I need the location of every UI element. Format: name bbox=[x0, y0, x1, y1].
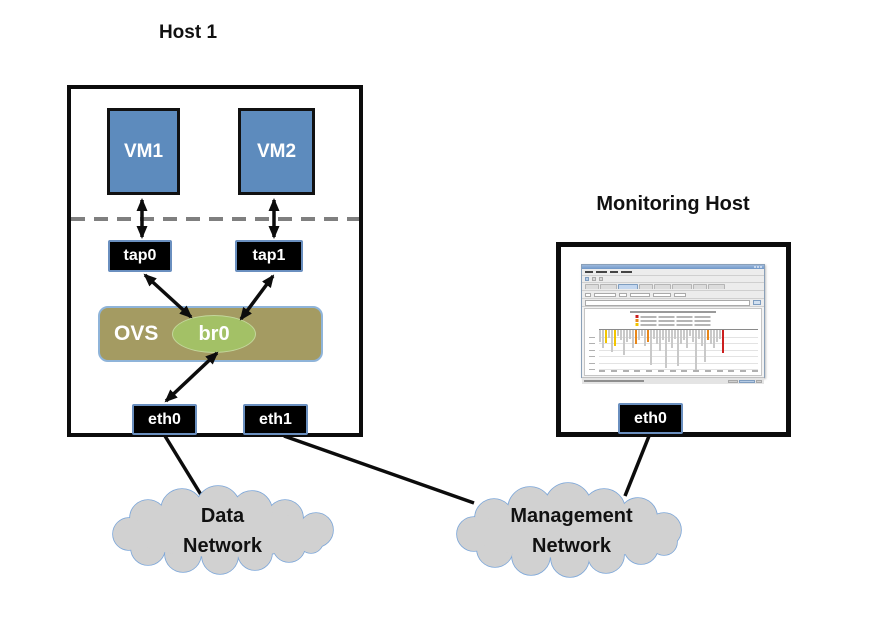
mini-tab bbox=[693, 284, 707, 289]
mini-tab bbox=[708, 284, 725, 289]
network-link-line bbox=[623, 435, 651, 497]
data-network-line2: Network bbox=[183, 535, 262, 557]
mini-tab bbox=[639, 284, 653, 289]
network-link-line bbox=[163, 435, 205, 499]
mini-tab bbox=[618, 284, 638, 289]
mini-tab bbox=[585, 284, 599, 289]
host1-box bbox=[67, 85, 363, 437]
mini-toolbar bbox=[582, 276, 764, 283]
mini-titlebar bbox=[582, 265, 764, 269]
vm2-box: VM2 bbox=[238, 108, 315, 195]
br0-bridge-ellipse: br0 bbox=[172, 315, 256, 353]
ovs-label: OVS bbox=[114, 322, 159, 345]
management-network-label: Management Network bbox=[484, 501, 659, 561]
vm1-box: VM1 bbox=[107, 108, 180, 195]
mini-tab bbox=[672, 284, 692, 289]
management-network-line2: Network bbox=[532, 535, 611, 557]
data-network-line1: Data bbox=[200, 505, 245, 527]
monitoring-host-title: Monitoring Host bbox=[596, 193, 750, 215]
host1-eth0-port: eth0 bbox=[132, 404, 197, 435]
mini-chart-plot bbox=[589, 329, 758, 370]
mini-chart-xlabels bbox=[599, 370, 758, 372]
monitoring-app-screenshot bbox=[581, 264, 765, 384]
mini-chart bbox=[584, 308, 762, 376]
network-link-line bbox=[283, 434, 475, 505]
host1-title: Host 1 bbox=[158, 22, 218, 43]
mini-statusbar bbox=[582, 377, 764, 384]
mini-filter-row bbox=[582, 291, 764, 299]
mini-menubar bbox=[582, 269, 764, 276]
mini-tab bbox=[654, 284, 671, 289]
mini-search-row bbox=[582, 299, 764, 307]
mini-tabs bbox=[582, 283, 764, 291]
tap1-port: tap1 bbox=[235, 240, 303, 272]
management-network-line1: Management bbox=[510, 505, 633, 527]
mini-chart-legend bbox=[635, 315, 711, 327]
mini-tab bbox=[600, 284, 617, 289]
tap0-port: tap0 bbox=[108, 240, 172, 272]
data-network-label: Data Network bbox=[150, 501, 295, 561]
mini-chart-bars bbox=[599, 330, 758, 370]
monitoring-eth0-port: eth0 bbox=[618, 403, 683, 434]
host1-eth1-port: eth1 bbox=[243, 404, 308, 435]
